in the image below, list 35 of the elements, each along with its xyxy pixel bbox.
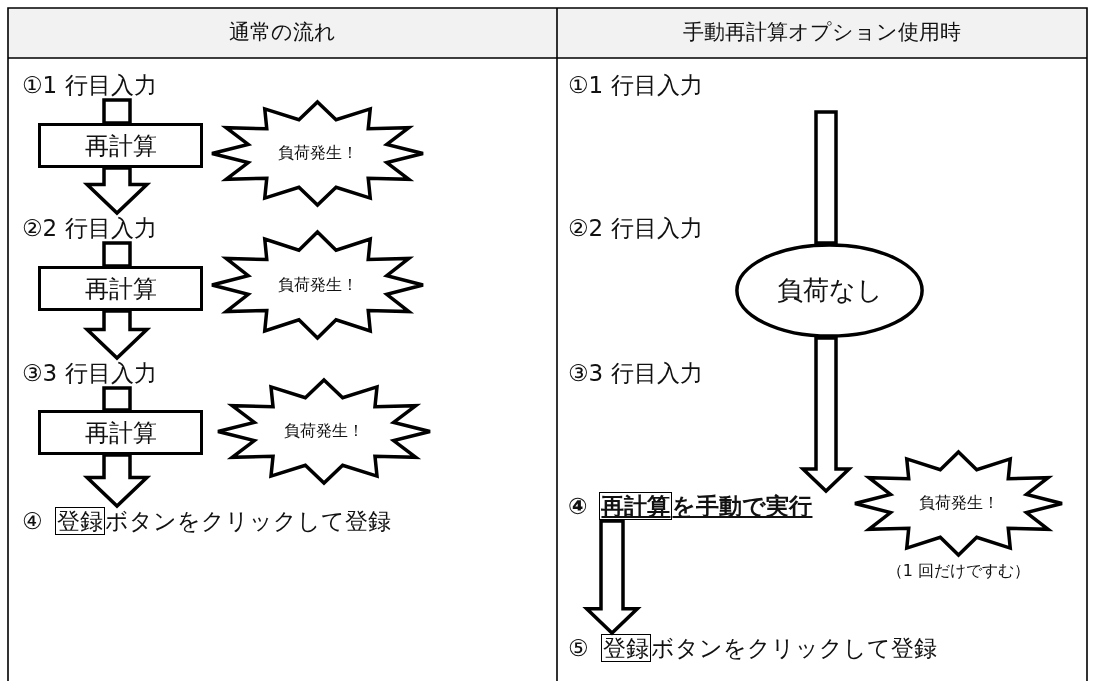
step-number: ④ — [22, 508, 43, 534]
block-arrow — [814, 110, 838, 245]
step-text: ③3 行目入力 — [568, 358, 703, 388]
process-box: 再計算 — [38, 266, 203, 311]
step-number: ④ — [568, 493, 588, 519]
ellipse-text: 負荷なし — [776, 274, 883, 307]
note-text: （1 回だけですむ） — [886, 561, 1031, 582]
column-header: 手動再計算オプション使用時 — [682, 19, 962, 46]
step-number: ⑤ — [568, 635, 589, 661]
block-arrow — [798, 336, 854, 494]
boxed-word: 登録 — [54, 507, 105, 535]
step-text: ①1 行目入力 — [22, 70, 157, 100]
block-arrow — [82, 309, 152, 361]
burst-text: 負荷発生！ — [284, 421, 364, 442]
burst-text: 負荷発生！ — [277, 143, 358, 164]
block-arrow — [82, 166, 152, 216]
block-arrow — [102, 386, 132, 412]
block-arrow — [102, 98, 132, 125]
step-text: ②2 行目入力 — [22, 213, 157, 243]
step-text: を手動で実行 — [672, 493, 813, 519]
step-text: ①1 行目入力 — [568, 70, 703, 100]
burst-text: 負荷発生！ — [918, 493, 999, 514]
block-arrow — [582, 519, 642, 636]
boxed-word: 再計算 — [599, 492, 673, 520]
step-text: ③3 行目入力 — [22, 358, 157, 388]
process-box: 再計算 — [38, 410, 203, 455]
process-box: 再計算 — [38, 123, 203, 168]
boxed-word: 登録 — [600, 634, 651, 662]
step-text: ボタンをクリックして登録 — [650, 635, 937, 661]
block-arrow — [102, 241, 132, 268]
column-header: 通常の流れ — [228, 19, 337, 46]
step-text: ボタンをクリックして登録 — [104, 508, 391, 534]
burst-text: 負荷発生！ — [277, 274, 358, 296]
step-text: ②2 行目入力 — [568, 213, 703, 243]
block-arrow — [82, 453, 152, 509]
